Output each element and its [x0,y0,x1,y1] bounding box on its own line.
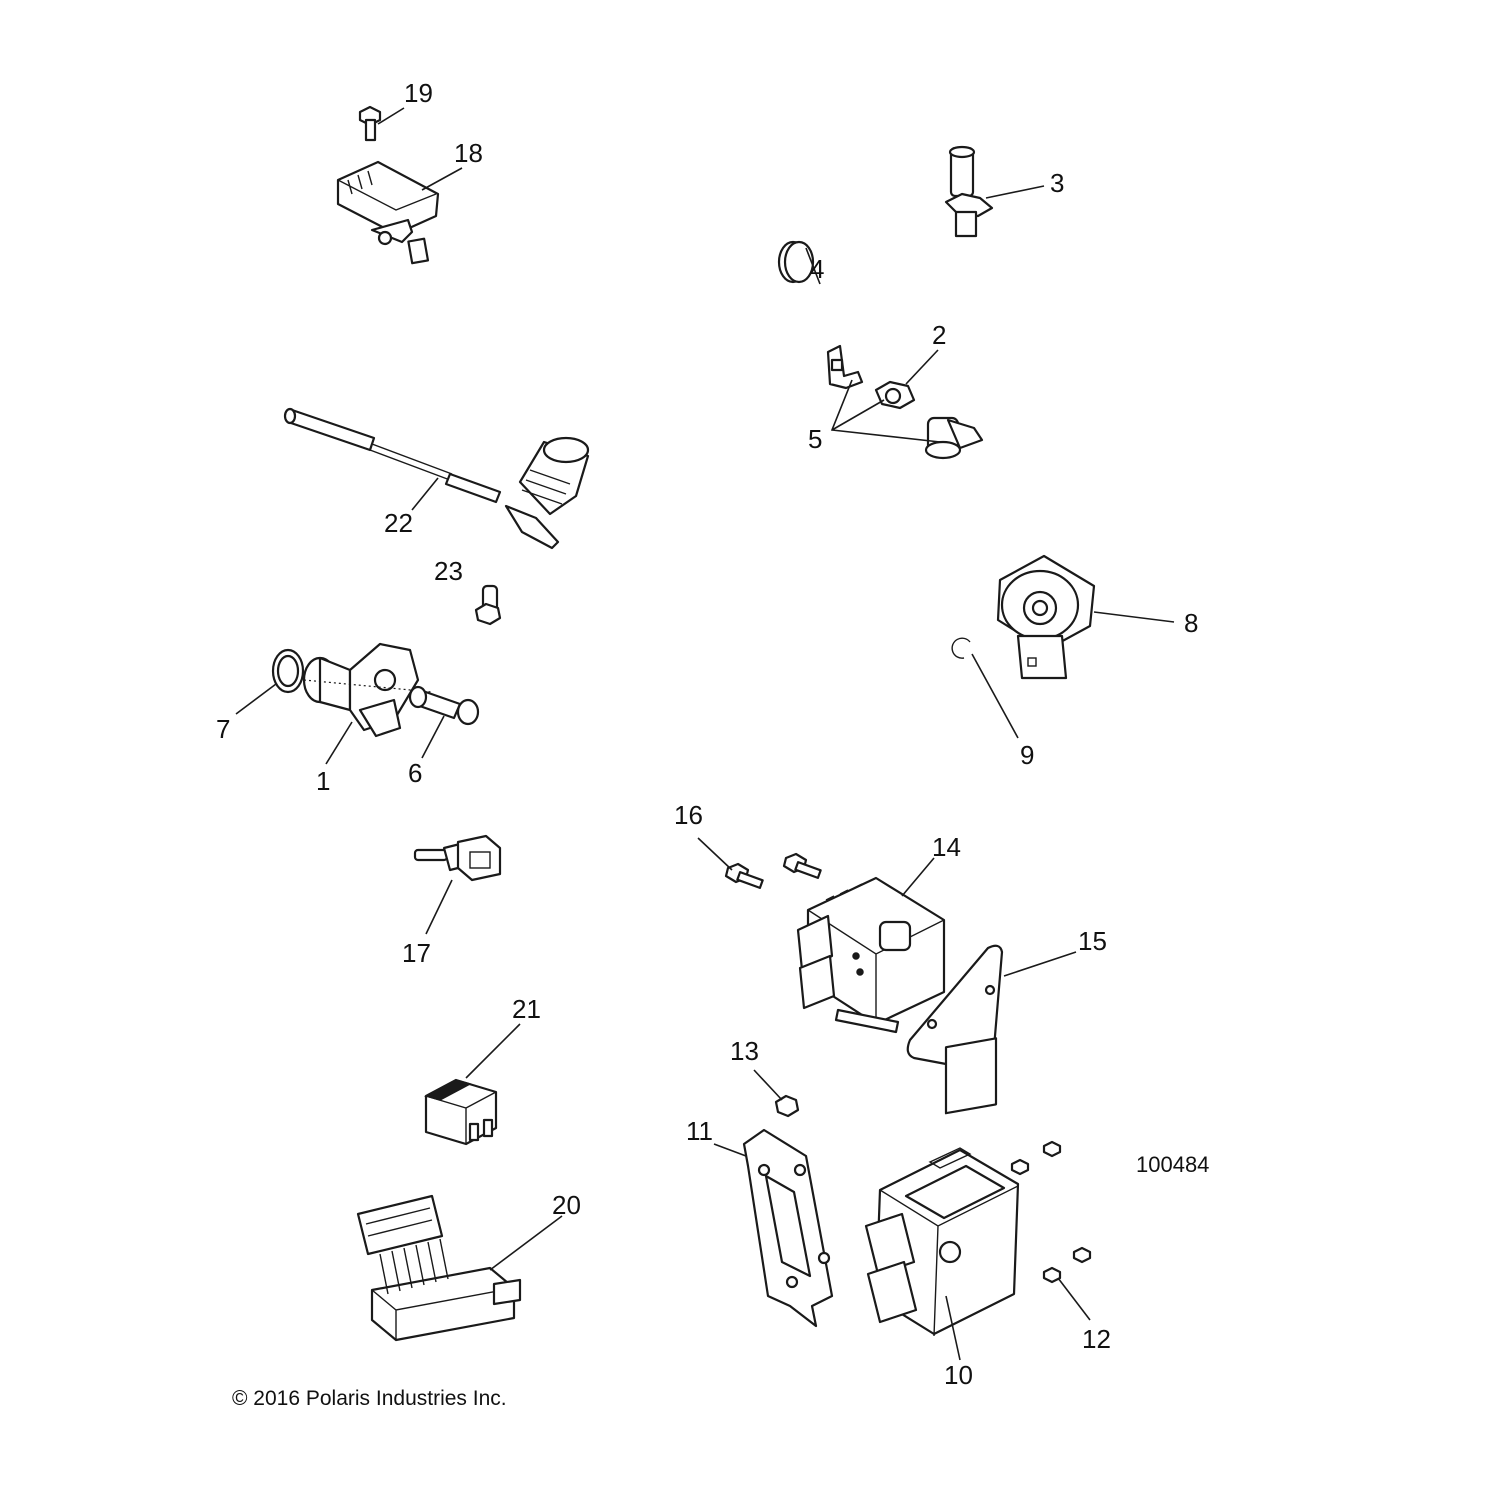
callout-6: 6 [408,758,422,788]
ecu-housing-14 [796,876,946,1034]
mounting-bracket-11 [742,1128,834,1328]
callout-23: 23 [434,556,463,586]
screw-16 [724,852,822,889]
bolt-19 [358,105,382,142]
knock-sensor-8 [996,554,1096,680]
sensor-body-5 [924,416,984,460]
callout-1: 1 [316,766,330,796]
o-ring-7 [271,648,305,694]
figure-id: 100484 [1136,1152,1210,1177]
callout-5: 5 [808,424,822,454]
callout-4: 4 [810,254,824,284]
callout-22: 22 [384,508,413,538]
callout-20: 20 [552,1190,581,1220]
callout-18: 18 [454,138,483,168]
callout-12: 12 [1082,1324,1111,1354]
pressure-switch-3 [944,145,994,238]
copyright-notice: © 2016 Polaris Industries Inc. [232,1387,507,1410]
clip-9 [951,637,971,659]
screws-12 [1010,1140,1092,1284]
callout-8: 8 [1184,608,1198,638]
callout-10: 10 [944,1360,973,1390]
callout-13: 13 [730,1036,759,1066]
cam-sensor-1 [302,642,433,738]
callout-9: 9 [1020,740,1034,770]
relay-21 [424,1078,498,1146]
cap-4 [777,240,815,284]
screw-13 [774,1094,800,1118]
speed-sensor-22 [283,407,590,550]
callout-2: 2 [932,320,946,350]
map-sensor-18 [336,160,440,265]
callout-3: 3 [1050,168,1064,198]
sensor-bracket-5 [826,344,864,390]
callout-19: 19 [404,78,433,108]
leader-lines [235,107,1175,1361]
callout-17: 17 [402,938,431,968]
sleeve-6 [408,685,480,726]
nut-2 [874,380,916,410]
callout-14: 14 [932,832,961,862]
callout-11: 11 [686,1116,713,1146]
bolt-23 [474,584,502,626]
callout-15: 15 [1078,926,1107,956]
callout-16: 16 [674,800,703,830]
temp-sensor-17 [413,834,502,882]
ecu-10 [864,1037,1020,1337]
callout-21: 21 [512,994,541,1024]
regulator-module-20 [356,1194,522,1342]
callout-7: 7 [216,714,230,744]
